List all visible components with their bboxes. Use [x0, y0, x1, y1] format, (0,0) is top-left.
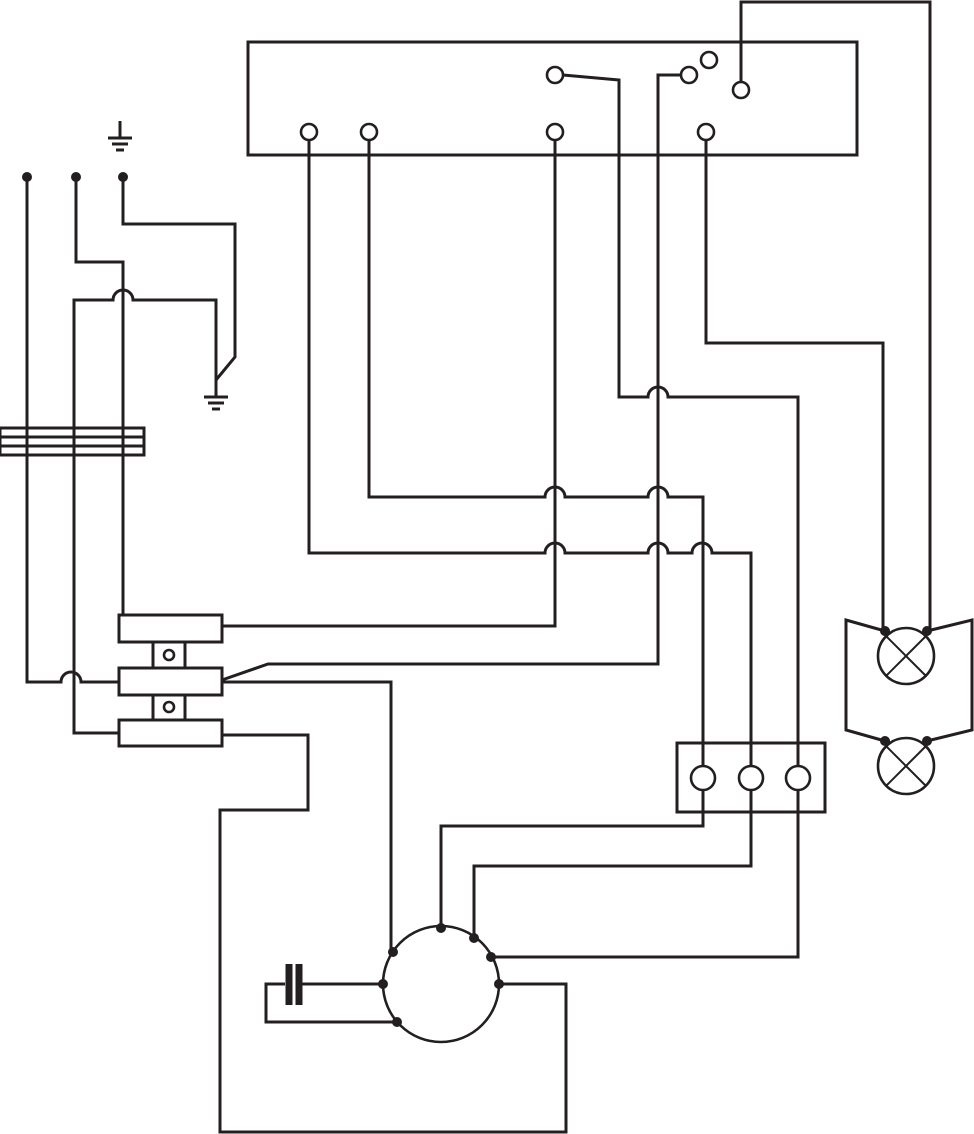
lamp-reflector-right: [927, 620, 972, 741]
motor-circle-icon: [378, 923, 504, 1042]
lamps: [846, 620, 972, 794]
ground-icon: [108, 121, 132, 150]
connector-right-terminal-3[interactable]: [786, 766, 810, 790]
connector-left-pole-bottom[interactable]: [119, 720, 222, 746]
panel-terminal-2[interactable]: [361, 124, 377, 140]
connector-left-pole-top[interactable]: [119, 615, 222, 642]
panel-terminal-1[interactable]: [301, 124, 317, 140]
lamp-reflector-left: [846, 620, 885, 741]
three-pole-connector-icon: [119, 615, 222, 746]
ground-icon: [204, 380, 228, 409]
connector-left-screw-2: [164, 702, 174, 712]
panel-terminal-5[interactable]: [547, 67, 563, 83]
connector-left-pole-middle[interactable]: [119, 668, 222, 695]
connector-right-terminal-1[interactable]: [691, 766, 715, 790]
control-panel: [248, 42, 857, 155]
connector-left-screw-1: [164, 650, 174, 660]
capacitor-icon: [266, 964, 397, 1022]
panel-terminal-7[interactable]: [701, 52, 717, 68]
connector-right-terminal-2[interactable]: [739, 766, 763, 790]
panel-terminal-4[interactable]: [698, 124, 714, 140]
panel-terminal-3[interactable]: [547, 124, 563, 140]
lamp-icon: [878, 738, 934, 794]
lamp-icon: [878, 628, 934, 684]
panel-terminal-8[interactable]: [733, 82, 749, 98]
panel-terminal-6[interactable]: [681, 67, 697, 83]
